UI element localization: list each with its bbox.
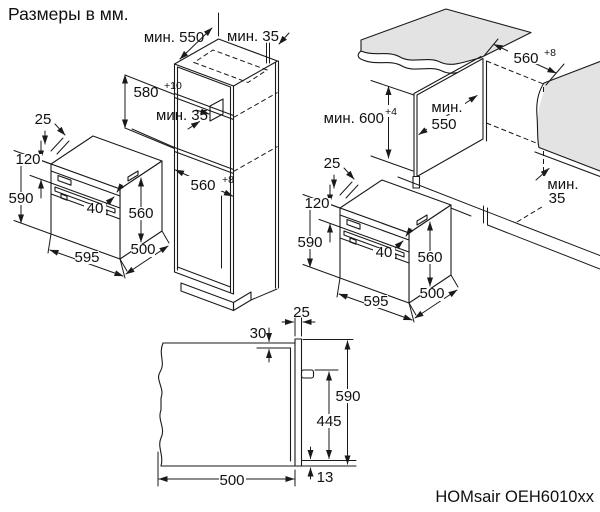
drawing-column-installation: мин. 550 мин. 35 580 +10 мин. 35 560	[122, 12, 290, 312]
niche-width-value: 560	[190, 177, 215, 194]
dim-door-thickness: 25	[281, 304, 316, 337]
dim-front-width: 595	[74, 249, 99, 266]
worktop-height-label: мин. 600	[324, 110, 384, 127]
dim-body-height: 560	[417, 249, 442, 266]
dim-handle-height: 445	[314, 369, 342, 459]
dim-front-width: 595	[363, 293, 388, 310]
oven-isometric-left: 25 120 590 40 560 595 500	[8, 111, 169, 278]
dim-niche-width: 560 +8	[175, 169, 234, 197]
undercounter-depth-label: мин.	[431, 99, 462, 116]
niche-height-value: 580	[133, 84, 158, 101]
page-title: Размеры в мм.	[8, 4, 129, 24]
body-break-edge	[158, 342, 164, 467]
niche-height-tolerance: +10	[164, 80, 182, 92]
door-thickness-value: 25	[293, 304, 310, 321]
min-depth-label: мин. 550	[144, 29, 204, 46]
niche-back-dashed	[486, 60, 544, 223]
door-handle-profile	[300, 369, 315, 379]
shelf-vent-gap	[209, 98, 224, 122]
model-name: HOMsair OEH6010xx	[435, 488, 594, 506]
dim-panel-height: 120	[15, 151, 40, 168]
dim-shelf-vent-gap: мин. 35	[156, 107, 210, 130]
side-height-value: 590	[335, 388, 360, 405]
dim-back-gap: мин. 35	[535, 168, 579, 207]
niche-width-tolerance: +8	[222, 174, 234, 186]
dim-side-depth: 500	[157, 451, 296, 489]
oven-isometric-right: 25 120 590 40 560 595 500	[297, 155, 458, 322]
dim-column-top-gap: мин. 35	[227, 28, 290, 64]
dim-column-min-depth: мин. 550	[144, 12, 219, 60]
back-gap-label: мин.	[547, 176, 578, 193]
handle-height-value: 445	[316, 413, 341, 430]
dim-bottom-offset: 13	[307, 446, 334, 486]
dim-handle-depth: 40	[376, 244, 393, 261]
worktop-height-tolerance: +4	[385, 106, 397, 118]
dim-side-height: 590	[302, 339, 361, 465]
undercounter-depth-value: 550	[431, 116, 456, 133]
dim-undercounter-depth: мин. 550	[418, 95, 478, 135]
dim-front-height: 590	[297, 234, 322, 251]
bottom-offset-value: 13	[317, 469, 334, 486]
dim-undercounter-width: 560 +8	[483, 38, 565, 86]
dim-niche-height: 580 +10	[122, 74, 182, 149]
drawing-undercounter-installation: мин. 600 +4 мин. 550 560 +8 мин. 35	[324, 8, 600, 270]
top-clearance-value: 30	[250, 325, 267, 342]
worktop-right	[534, 60, 600, 178]
floor-line	[397, 176, 517, 224]
dim-body-depth: 500	[419, 285, 444, 302]
min-shelf-gap-label: мин. 35	[156, 107, 208, 124]
wall-foot	[412, 175, 421, 189]
plinth-front	[180, 282, 235, 312]
dim-worktop-height: мин. 600 +4	[324, 80, 415, 172]
worktop-break-edge	[360, 50, 481, 65]
dim-body-height: 560	[128, 205, 153, 222]
dim-body-depth: 500	[130, 241, 155, 258]
undercounter-width-value: 560	[513, 50, 538, 67]
back-gap-value: 35	[549, 190, 566, 207]
dim-top-offset: 25	[324, 155, 341, 172]
min-top-gap-label: мин. 35	[227, 28, 279, 45]
dim-handle-depth: 40	[87, 200, 104, 217]
undercounter-width-tolerance: +8	[544, 47, 556, 59]
dim-top-offset: 25	[35, 111, 52, 128]
dim-panel-height: 120	[304, 195, 329, 212]
drawing-side-view: 25 30 590 445 13	[157, 304, 361, 489]
plinth-side	[232, 291, 252, 312]
oven-side-profile	[158, 338, 357, 467]
worktop-left	[357, 8, 532, 74]
dim-top-clearance: 30	[250, 325, 272, 363]
side-depth-value: 500	[219, 472, 244, 489]
dim-front-height: 590	[8, 190, 33, 207]
insertion-guide-line	[131, 128, 175, 148]
